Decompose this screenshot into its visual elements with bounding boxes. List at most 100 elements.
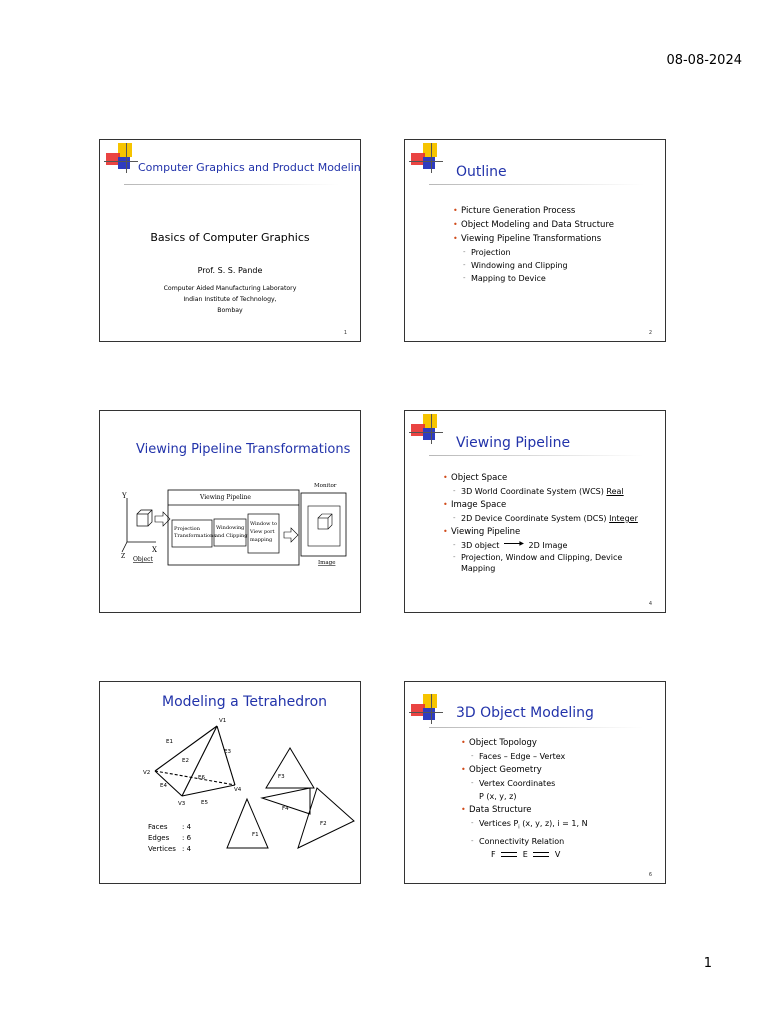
stat-value: : 6 [182, 834, 192, 842]
slide-number: 6 [648, 872, 652, 878]
list-subitem: Windowing and Clipping [453, 259, 614, 272]
face-label: F3 [278, 774, 285, 780]
slide-6: 3D Object Modeling Object Topology Faces… [404, 681, 666, 884]
axis-y-label: Y [121, 492, 127, 500]
list-subitem: Vertex Coordinates [461, 777, 588, 790]
relation-f: F [491, 849, 496, 859]
box1-line2: Transformations [174, 533, 216, 539]
vertex-label: V3 [178, 801, 186, 807]
box2-line2: and Clipping [215, 533, 248, 539]
title-underline [429, 455, 644, 456]
pipeline-label: Viewing Pipeline [199, 494, 251, 501]
wcs-text: 3D World Coordinate System (WCS) [461, 487, 604, 496]
object-modeling-list: Object Topology Faces – Edge – Vertex Ob… [461, 736, 588, 861]
edge-label: E2 [182, 758, 189, 764]
affiliation-line-1: Computer Aided Manufacturing Laboratory [163, 285, 297, 292]
box3-line2: View port [249, 529, 275, 535]
tetrahedron-diagram: V1 V2 V3 V4 E1 E2 E3 E4 E5 E6 F1 F2 F3 F… [143, 718, 355, 853]
stat-name: Faces [148, 823, 168, 831]
title-underline [429, 727, 644, 728]
img-2d-text: 2D Image [528, 541, 568, 550]
edge-label: E3 [224, 749, 231, 755]
vertex-label: V2 [143, 770, 150, 776]
wcs-type: Real [606, 487, 624, 496]
list-subitem-continued: Mapping [461, 564, 496, 573]
slide-decoration-icon [409, 694, 443, 724]
viewing-pipeline-diagram: Y X Z Object Viewing Pipeline Projection… [121, 483, 347, 566]
list-subitem: 3D object ▶ 2D Image [443, 539, 638, 552]
affiliation-line-2: Indian Institute of Technology, [183, 296, 277, 303]
edge-label: E5 [201, 800, 208, 806]
stat-value: : 4 [182, 845, 192, 853]
edge-label: E4 [160, 783, 167, 789]
slide-number: 2 [648, 330, 652, 336]
list-item: Object Space [443, 471, 638, 485]
axis-z-label: Z [121, 553, 125, 560]
slide-decoration-icon [409, 143, 443, 173]
slide-title: Viewing Pipeline [456, 435, 571, 451]
page-number: 1 [703, 956, 712, 971]
vertex-label: V1 [219, 718, 226, 724]
title-underline [429, 184, 644, 185]
relation-row: F E V [461, 848, 588, 861]
list-item: Viewing Pipeline [443, 525, 638, 539]
slide-decoration-icon [409, 414, 443, 444]
slide-title: Computer Graphics and Product Modeling [138, 161, 361, 174]
dcs-text: 2D Device Coordinate System (DCS) [461, 514, 607, 523]
vertices-rel-text-post: (x, y, z), i = 1, N [519, 819, 588, 828]
list-item: Object Geometry [461, 763, 588, 777]
slide-5: Modeling a Tetrahedron V1 V2 V3 V4 E1 E2… [99, 681, 361, 884]
list-subitem: Projection [453, 246, 614, 259]
list-item: Picture Generation Process [453, 204, 614, 218]
slide-title: Viewing Pipeline Transformations [136, 442, 351, 457]
viewing-pipeline-list: Object Space 3D World Coordinate System … [443, 471, 638, 574]
vertices-rel-text: Vertices P [479, 819, 519, 828]
bidirectional-arrow-icon [533, 850, 550, 859]
face-label: F2 [320, 821, 327, 827]
edge-label: E1 [166, 739, 173, 745]
monitor-label: Monitor [314, 483, 337, 489]
list-subitem: Faces – Edge – Vertex [461, 750, 588, 763]
slide-2: Outline Picture Generation Process Objec… [404, 139, 666, 342]
list-subitem: Mapping to Device [453, 272, 614, 285]
slide-title: 3D Object Modeling [456, 705, 594, 721]
slide-heading: Basics of Computer Graphics [150, 231, 310, 244]
stat-value: : 4 [182, 823, 192, 831]
axis-x-label: X [152, 546, 157, 554]
list-subitem: Connectivity Relation [461, 835, 588, 848]
relation-e: E [522, 849, 528, 859]
obj-3d-text: 3D object [461, 541, 500, 550]
stat-name: Edges [148, 834, 170, 842]
list-subitem: 3D World Coordinate System (WCS) Real [443, 485, 638, 498]
box2-line1: Windowing [216, 525, 245, 531]
face-label: F1 [252, 832, 259, 838]
page-date: 08-08-2024 [666, 53, 742, 68]
slide-title: Outline [456, 164, 507, 180]
slide-title: Modeling a Tetrahedron [162, 694, 328, 710]
outline-list: Picture Generation Process Object Modeli… [453, 204, 614, 285]
list-item: Object Modeling and Data Structure [453, 218, 614, 232]
bidirectional-arrow-icon [501, 850, 518, 859]
box3-line1: Window to [250, 521, 277, 527]
slide-number: 4 [648, 601, 652, 607]
right-arrow-icon: ▶ [504, 540, 524, 548]
list-subitem: Vertices Pi (x, y, z), i = 1, N [461, 817, 588, 835]
list-item: Object Topology [461, 736, 588, 750]
author: Prof. S. S. Pande [197, 266, 263, 275]
box1-line1: Projection [174, 526, 201, 532]
slide-4: Viewing Pipeline Object Space 3D World C… [404, 410, 666, 613]
vertices-rel-subscript: i [518, 824, 520, 831]
edge-label: E6 [198, 775, 205, 781]
relation-v: V [554, 849, 561, 859]
stat-name: Vertices [148, 845, 176, 853]
title-underline [124, 184, 339, 185]
list-item: Image Space [443, 498, 638, 512]
list-subitem-continued: P (x, y, z) [479, 792, 517, 801]
vertex-label: V4 [234, 787, 242, 793]
slide-decoration-icon [104, 143, 138, 173]
dcs-type: Integer [609, 514, 638, 523]
slide-number: 1 [343, 330, 347, 336]
box3-line3: mapping [250, 537, 273, 543]
image-label: Image [318, 560, 335, 566]
list-subitem: Projection, Window and Clipping, Device [443, 552, 638, 563]
